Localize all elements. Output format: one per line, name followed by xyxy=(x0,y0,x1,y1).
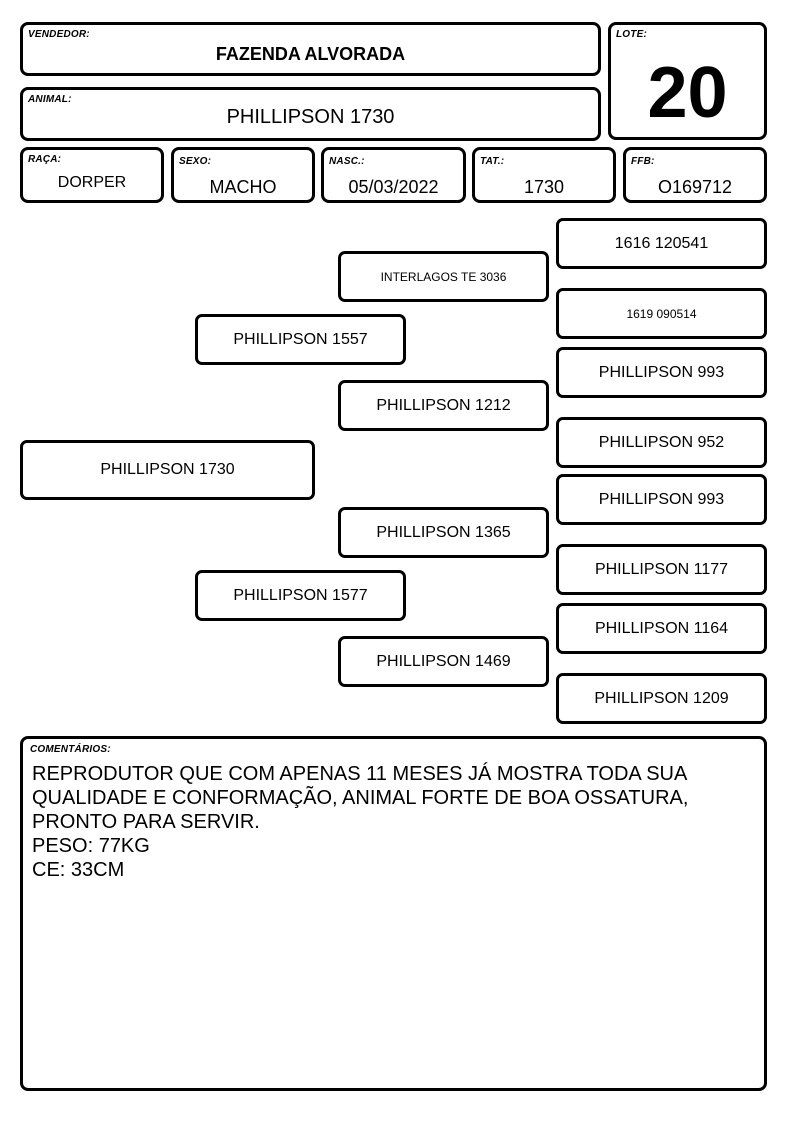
comments-box: COMENTÁRIOS: REPRODUTOR QUE COM APENAS 1… xyxy=(20,736,767,1091)
pedigree-dam-sire: PHILLIPSON 1365 xyxy=(338,507,549,558)
comments-label: COMENTÁRIOS: xyxy=(30,744,111,755)
vendedor-value: FAZENDA ALVORADA xyxy=(215,44,406,64)
pedigree-gg-2: 1619 090514 xyxy=(556,288,767,339)
ffb-box: FFB: O169712 xyxy=(623,147,767,203)
raca-box: RAÇA: DORPER xyxy=(20,147,164,203)
pedigree-dam-dam: PHILLIPSON 1469 xyxy=(338,636,549,687)
pedigree-sire-dam: PHILLIPSON 1212 xyxy=(338,380,549,431)
pedigree-gg-4: PHILLIPSON 952 xyxy=(556,417,767,468)
lote-value: 20 xyxy=(647,53,728,133)
tat-label: TAT.: xyxy=(480,156,505,167)
pedigree-sire: PHILLIPSON 1557 xyxy=(195,314,406,365)
raca-value: DORPER xyxy=(57,174,127,191)
comments-text: REPRODUTOR QUE COM APENAS 11 MESES JÁ MO… xyxy=(32,763,689,881)
pedigree-gg-1: 1616 120541 xyxy=(556,218,767,269)
lote-box: LOTE: 20 xyxy=(608,22,767,140)
animal-value: PHILLIPSON 1730 xyxy=(226,106,395,128)
tat-box: TAT.: 1730 xyxy=(472,147,616,203)
ffb-value: O169712 xyxy=(657,177,733,197)
pedigree-gg-6: PHILLIPSON 1177 xyxy=(556,544,767,595)
lote-label: LOTE: xyxy=(616,29,647,40)
sexo-box: SEXO: MACHO xyxy=(171,147,315,203)
pedigree-gg-7: PHILLIPSON 1164 xyxy=(556,603,767,654)
pedigree-gg-5: PHILLIPSON 993 xyxy=(556,474,767,525)
raca-label: RAÇA: xyxy=(28,154,62,165)
nasc-value: 05/03/2022 xyxy=(348,177,439,197)
vendedor-box: VENDEDOR: FAZENDA ALVORADA xyxy=(20,22,601,76)
nasc-box: NASC.: 05/03/2022 xyxy=(321,147,466,203)
animal-box: ANIMAL: PHILLIPSON 1730 xyxy=(20,87,601,141)
pedigree-animal: PHILLIPSON 1730 xyxy=(20,440,315,500)
animal-label: ANIMAL: xyxy=(28,94,72,105)
pedigree-sire-sire: INTERLAGOS TE 3036 xyxy=(338,251,549,302)
pedigree-dam: PHILLIPSON 1577 xyxy=(195,570,406,621)
vendedor-label: VENDEDOR: xyxy=(28,29,90,40)
pedigree-gg-8: PHILLIPSON 1209 xyxy=(556,673,767,724)
tat-value: 1730 xyxy=(523,177,565,197)
ffb-label: FFB: xyxy=(631,156,655,167)
pedigree-gg-3: PHILLIPSON 993 xyxy=(556,347,767,398)
sexo-value: MACHO xyxy=(209,177,277,197)
nasc-label: NASC.: xyxy=(329,156,365,167)
sexo-label: SEXO: xyxy=(179,156,212,167)
